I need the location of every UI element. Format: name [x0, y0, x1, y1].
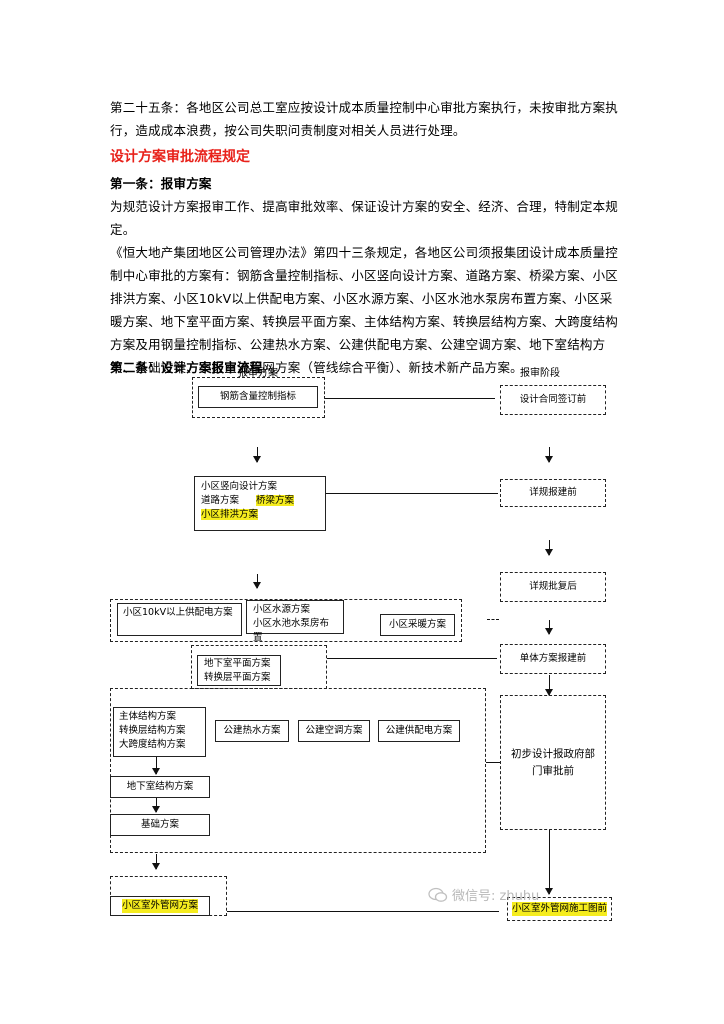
arrow-down-3 [152, 854, 160, 870]
transfer-struct-label: 转换层结构方案 [119, 725, 186, 736]
bridge-label: 桥梁方案 [256, 495, 295, 506]
stage-detail-after-label: 详规批复后 [529, 581, 577, 592]
transfer-plan-label: 转换层平面方案 [204, 672, 271, 683]
stage-single-box: 单体方案报建前 [500, 644, 606, 674]
column-title-right: 报审阶段 [520, 368, 560, 379]
heating-box: 小区采暖方案 [380, 614, 455, 636]
power-box: 小区10kV以上供配电方案 [117, 603, 242, 636]
article-1-title: 第一条：报审方案 [110, 176, 212, 191]
basement-plan-label: 地下室平面方案 [204, 658, 271, 669]
ac-box: 公建空调方案 [298, 720, 370, 742]
steel-label: 钢筋含量控制指标 [219, 391, 296, 402]
wechat-icon [428, 887, 448, 902]
section-title: 设计方案审批流程规定 [110, 149, 250, 165]
article-1-para1: 为规范设计方案报审工作、提高审批效率、保证设计方案的安全、经济、合理，特制定本规… [110, 199, 619, 237]
structure-group [110, 688, 486, 853]
arrow-down-1 [253, 447, 261, 463]
foundation-box: 基础方案 [110, 814, 210, 836]
arrow-down-r4 [545, 675, 553, 696]
steel-box: 钢筋含量控制指标 [198, 386, 318, 408]
connector-3 [487, 619, 499, 620]
utility-group [110, 599, 462, 642]
article-2-title: 第二条：设计方案报审流程 [110, 360, 263, 375]
stage-contract-box: 设计合同签订前 [500, 385, 606, 415]
connector-4 [327, 658, 497, 659]
stage-prelim-box: 初步设计报政府部门审批前 [500, 695, 606, 830]
water-source-label: 小区水源方案 [253, 604, 311, 615]
stage-detail-after-box: 详规批复后 [500, 572, 606, 602]
basement-struct-box: 地下室结构方案 [110, 776, 210, 798]
flood-label: 小区排洪方案 [201, 509, 259, 520]
vertical-label: 小区竖向设计方案 [201, 481, 278, 492]
road-label: 道路方案 [201, 495, 240, 506]
public-power-box: 公建供配电方案 [378, 720, 460, 742]
arrow-down-r1 [545, 447, 553, 463]
connector-6 [227, 911, 499, 912]
connector-2 [326, 493, 498, 494]
connector-top [325, 398, 495, 399]
basement-struct-label: 地下室结构方案 [126, 781, 194, 792]
pipe-network-label: 小区室外管网方案 [121, 899, 198, 913]
stage-detail-before-box: 详规报建前 [500, 479, 606, 507]
top-left-group [192, 377, 325, 418]
main-struct-label: 主体结构方案 [119, 711, 177, 722]
hot-water-box: 公建热水方案 [215, 720, 289, 742]
watermark-text: 微信号: zhuhu [452, 889, 540, 904]
pump-label: 小区水池水泵房布置 [253, 618, 330, 643]
power-label: 小区10kV以上供配电方案 [123, 607, 233, 618]
watermark: 微信号: zhuhu [428, 885, 539, 904]
plan-box: 地下室平面方案 转换层平面方案 [197, 655, 281, 686]
pipe-network-box: 小区室外管网方案 [110, 896, 210, 916]
column-title-left: 报审方案 [238, 368, 278, 379]
stage-detail-before-label: 详规报建前 [529, 487, 577, 498]
arrow-down-r2 [545, 540, 553, 556]
vertical-group: 小区竖向设计方案 道路方案 桥梁方案 小区排洪方案 [194, 476, 326, 531]
article-1-para2: 《恒大地产集团地区公司管理办法》第四十三条规定，各地区公司须报集团设计成本质量控… [110, 245, 619, 375]
arrow-down-struct-1 [152, 757, 160, 775]
arrow-down-struct-2 [152, 798, 160, 813]
heating-label: 小区采暖方案 [388, 619, 446, 630]
stage-pipe-drawing-box: 小区室外管网施工图前 [507, 897, 612, 921]
stage-single-label: 单体方案报建前 [519, 653, 587, 664]
arrow-down-r3 [545, 620, 553, 635]
stage-prelim-label: 初步设计报政府部门审批前 [511, 747, 595, 777]
main-struct-box: 主体结构方案 转换层结构方案 大跨度结构方案 [113, 707, 206, 757]
longspan-label: 大跨度结构方案 [119, 739, 186, 750]
connector-5 [486, 762, 500, 763]
public-power-label: 公建供配电方案 [385, 725, 453, 736]
arrow-down-r5 [545, 830, 553, 895]
water-box: 小区水源方案 小区水池水泵房布置 [246, 600, 344, 643]
foundation-label: 基础方案 [140, 819, 179, 830]
ac-label: 公建空调方案 [305, 725, 363, 736]
stage-contract-label: 设计合同签订前 [519, 394, 587, 405]
arrow-down-2 [253, 574, 261, 589]
stage-pipe-drawing-label: 小区室外管网施工图前 [511, 902, 607, 916]
hot-water-label: 公建热水方案 [223, 725, 281, 736]
article-25: 第二十五条：各地区公司总工室应按设计成本质量控制中心审批方案执行，未按审批方案执… [110, 100, 619, 138]
